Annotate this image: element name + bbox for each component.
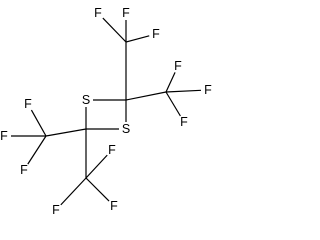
atom-label-F7: F [0,129,8,143]
atom-label-F4: F [204,83,212,97]
bond-C_bl1-F9 [30,109,47,137]
atom-label-F10: F [110,199,118,213]
atom-label-S2: S [122,122,130,136]
bond-C_tr1-F3 [125,35,150,43]
bond-C_bl1-F8 [27,135,47,165]
bond-C_tr1-F1 [102,17,127,43]
bond-C_bl2-F12 [85,154,108,179]
atom-label-F11: F [52,203,60,217]
atom-label-S1: S [82,93,90,107]
atom-label-F12: F [108,143,116,157]
atom-label-F1: F [94,6,102,20]
bond-C_bl2-F10 [85,177,110,202]
atom-label-F6: F [180,115,188,129]
atom-label-F5: F [174,59,182,73]
bond-C_left-C_bl1 [45,128,87,137]
atom-label-F2: F [122,6,130,20]
bond-C_right-C_tr2 [125,91,167,101]
atom-label-F8: F [20,163,28,177]
atom-label-F3: F [152,27,160,41]
bond-C_tr2-F4 [165,89,202,93]
bond-C_bl2-F11 [60,177,87,206]
bond-C_tr2-F6 [165,91,181,117]
atom-label-F9: F [24,97,32,111]
bond-C_tr2-F5 [165,72,176,93]
